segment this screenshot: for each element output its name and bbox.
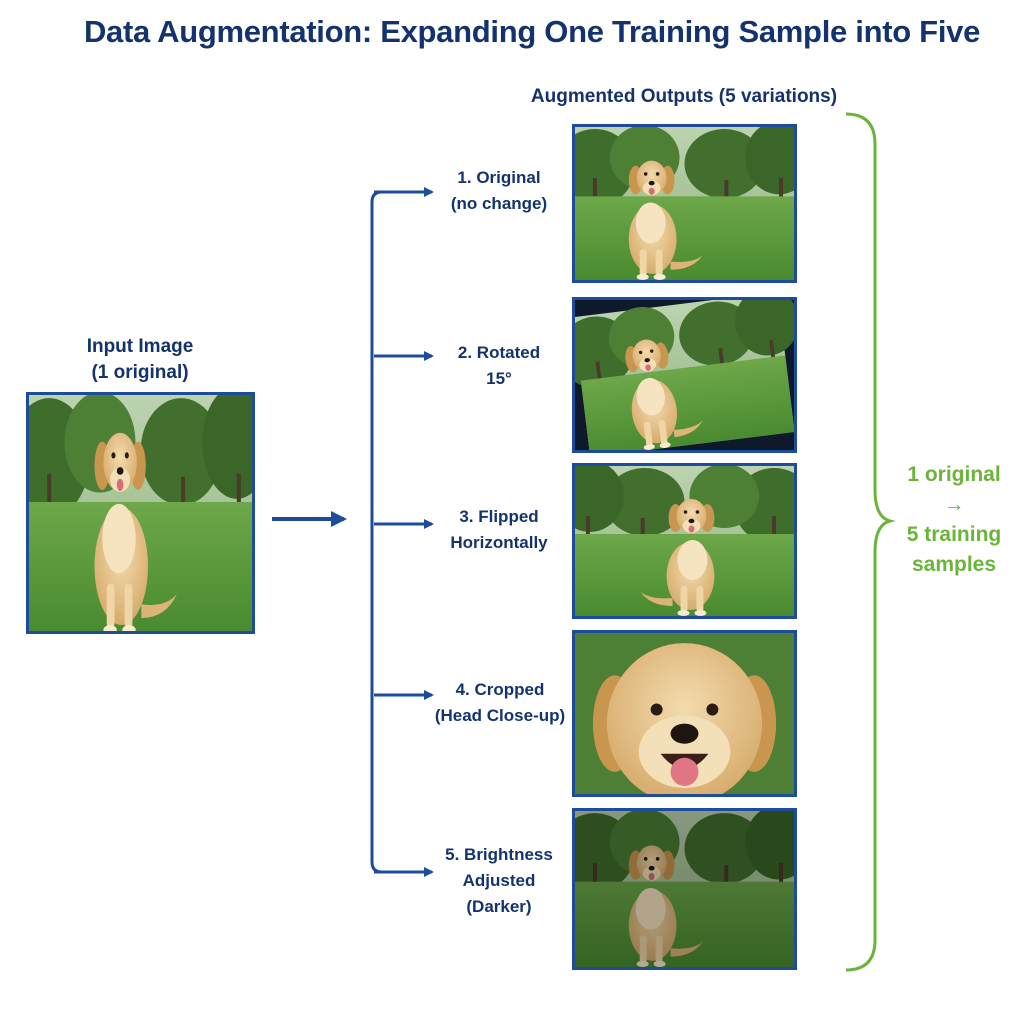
step-3-line-1: 3. Flipped [459, 507, 539, 526]
diagram-title: Data Augmentation: Expanding One Trainin… [83, 14, 981, 49]
step-5-line-2: Adjusted [462, 871, 536, 890]
input-image-label: Input Image (1 original) [40, 334, 240, 386]
summary-line-2: 5 training [906, 523, 1002, 546]
output-image-darker [572, 808, 797, 970]
outputs-heading: Augmented Outputs (5 variations) [530, 86, 838, 107]
output-image-cropped [572, 630, 797, 797]
step-5-line-3: (Darker) [466, 897, 532, 916]
dog-photo-icon [575, 300, 794, 450]
step-1-line-2: (no change) [450, 194, 548, 213]
dog-face-photo-icon [575, 633, 794, 794]
step-label-1: 1. Original (no change) [424, 165, 574, 217]
step-1-line-1: 1. Original [457, 168, 541, 187]
summary-text: 1 original → 5 training samples [880, 460, 1024, 580]
step-2-line-1: 2. Rotated [457, 343, 541, 362]
step-3-line-2: Horizontally [450, 533, 548, 552]
input-label-line-2: (1 original) [91, 362, 189, 383]
step-label-3: 3. Flipped Horizontally [424, 504, 574, 556]
step-4-line-2: (Head Close-up) [434, 706, 566, 725]
output-image-rotated [572, 297, 797, 453]
input-label-line-1: Input Image [86, 336, 194, 357]
summary-arrow-icon: → [943, 493, 965, 516]
dog-photo-icon [575, 127, 794, 280]
summary-line-1: 1 original [907, 463, 1001, 486]
output-image-original [572, 124, 797, 283]
input-image [26, 392, 255, 634]
step-label-5: 5. Brightness Adjusted (Darker) [424, 842, 574, 920]
summary-line-3: samples [911, 553, 997, 576]
dog-photo-icon [575, 811, 794, 967]
summary-brace-icon [845, 112, 896, 972]
step-label-2: 2. Rotated 15° [424, 340, 574, 392]
dog-photo-icon [575, 466, 794, 616]
step-4-line-1: 4. Cropped [455, 680, 545, 699]
step-5-line-1: 5. Brightness [445, 845, 553, 864]
branch-bracket [370, 190, 432, 874]
step-label-4: 4. Cropped (Head Close-up) [420, 677, 580, 729]
output-image-flipped [572, 463, 797, 619]
step-2-line-2: 15° [486, 369, 512, 388]
